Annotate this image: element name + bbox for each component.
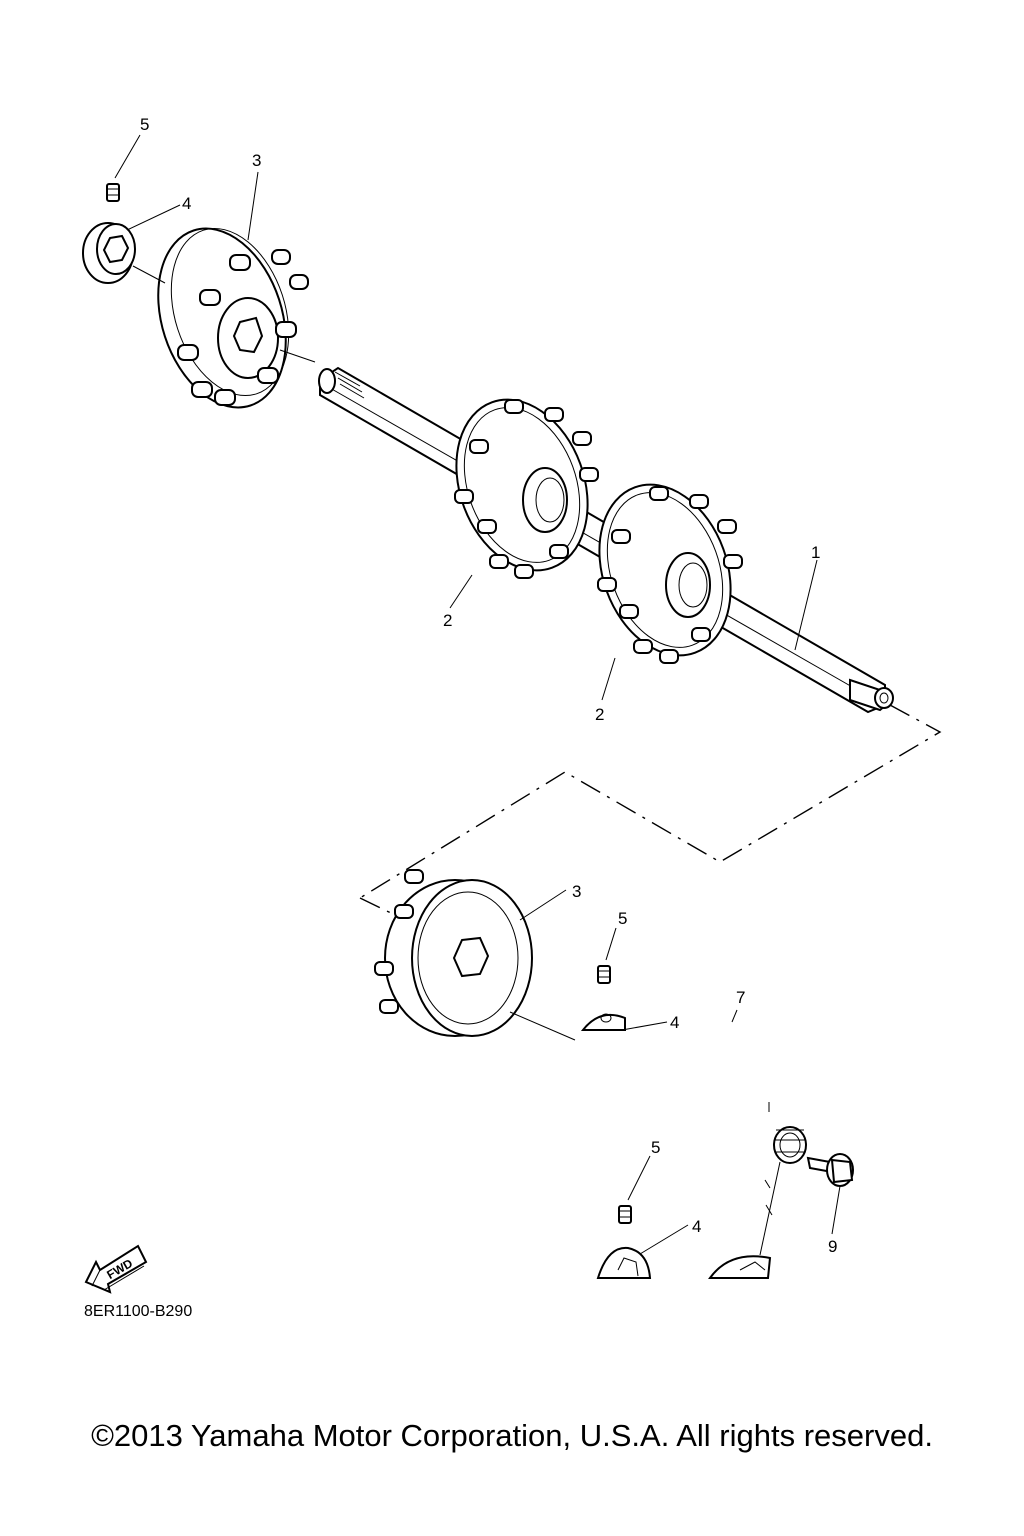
callout-5-bottom: 5 xyxy=(651,1138,660,1157)
bolt xyxy=(806,1153,854,1187)
misc-marks xyxy=(731,1009,773,1216)
callout-4-top: 4 xyxy=(182,194,191,213)
callout-3-middle: 3 xyxy=(572,882,581,901)
callout-5-top: 5 xyxy=(140,115,149,134)
sprocket-left xyxy=(454,398,599,579)
callout-2-right: 2 xyxy=(595,705,604,724)
diagram-code: 8ER1100-B290 xyxy=(84,1303,192,1320)
sprocket-wheel-top xyxy=(157,227,316,409)
callout-3-top: 3 xyxy=(252,151,261,170)
sprocket-right xyxy=(597,483,743,664)
idler-wheel-partial xyxy=(708,1255,772,1279)
collar-top xyxy=(82,222,166,284)
callout-9: 9 xyxy=(828,1237,837,1256)
leader-lines xyxy=(114,134,841,1256)
callout-5-middle: 5 xyxy=(618,909,627,928)
callout-2-left: 2 xyxy=(443,611,452,630)
callout-4-bottom: 4 xyxy=(692,1217,701,1236)
callout-7: 7 xyxy=(736,988,745,1007)
collar-middle xyxy=(580,1013,626,1031)
fwd-arrow-icon: FWD xyxy=(84,1244,148,1294)
set-screw-top xyxy=(106,183,120,202)
collar-bottom xyxy=(596,1246,652,1279)
set-screw-middle xyxy=(597,965,611,984)
callout-labels: 1 2 2 3 3 4 4 4 5 5 5 7 9 xyxy=(140,115,837,1256)
sprocket-wheel-middle xyxy=(374,869,576,1041)
set-screw-bottom xyxy=(618,1205,632,1224)
callout-4-middle: 4 xyxy=(670,1013,679,1032)
spacer-nut xyxy=(773,1126,807,1164)
copyright-notice: ©2013 Yamaha Motor Corporation, U.S.A. A… xyxy=(91,1418,933,1453)
callout-1: 1 xyxy=(811,543,820,562)
assembly-reference-lines xyxy=(359,704,942,916)
